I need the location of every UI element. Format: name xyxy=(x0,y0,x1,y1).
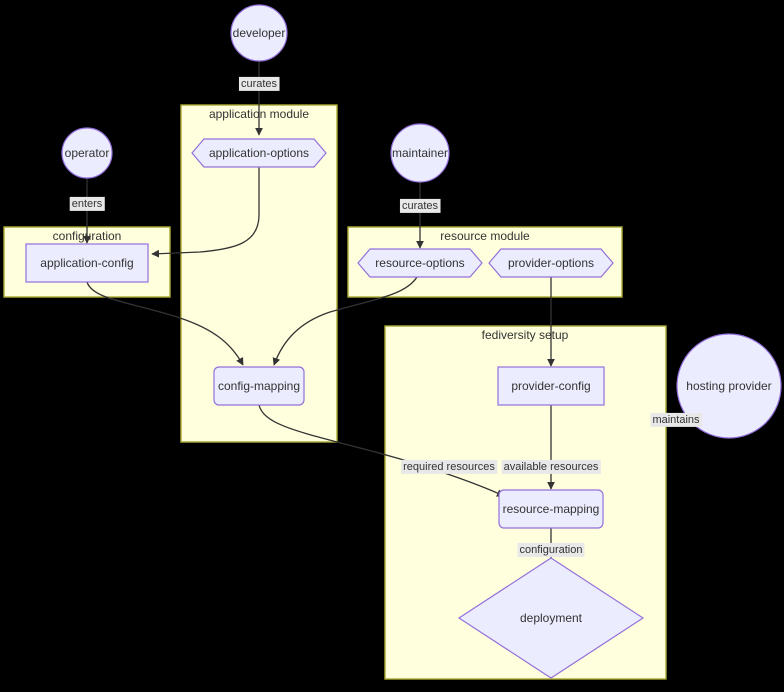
edge-label-text-hosting-provider-to-fediversity-setup: maintains xyxy=(652,414,700,426)
node-shape-resource-mapping xyxy=(498,489,604,529)
node-shape-config-mapping xyxy=(213,366,305,406)
node-shape-developer xyxy=(230,4,288,62)
node-label-application-config: application-config xyxy=(40,256,133,270)
edge-labels-layer: curates enters curates required resources av… xyxy=(69,76,703,557)
edge-application-config-to-config-mapping xyxy=(86,281,244,366)
edge-label-text-developer-to-application-options: curates xyxy=(241,78,278,90)
node-label-maintainer: maintainer xyxy=(392,146,448,160)
edge-label-bg-operator-to-application-config xyxy=(69,196,105,211)
edge-label-resource-mapping-to-deployment: configuration xyxy=(517,542,585,557)
node-shape-application-options xyxy=(191,138,327,168)
node-deployment[interactable]: deployment xyxy=(457,557,645,679)
edge-label-text-maintainer-to-resource-options: curates xyxy=(402,200,439,212)
cluster-title-resource-module: resource module xyxy=(440,229,530,243)
node-hosting-provider[interactable]: hosting provider xyxy=(676,333,782,439)
node-label-provider-options: provider-options xyxy=(508,256,594,270)
edge-label-text-resource-mapping-to-deployment: configuration xyxy=(520,544,583,556)
node-label-deployment: deployment xyxy=(520,611,583,625)
node-shape-application-config xyxy=(25,243,149,283)
edge-label-operator-to-application-config: enters xyxy=(69,196,105,211)
node-provider-options[interactable]: provider-options xyxy=(488,248,614,278)
edge-label-bg-maintainer-to-resource-options xyxy=(399,198,441,213)
node-shape-provider-options xyxy=(488,248,614,278)
node-label-resource-mapping: resource-mapping xyxy=(503,502,600,516)
node-label-config-mapping: config-mapping xyxy=(218,379,300,393)
edge-label-text-operator-to-application-config: enters xyxy=(72,198,103,210)
node-developer[interactable]: developer xyxy=(230,4,288,62)
edge-label-developer-to-application-options: curates xyxy=(238,76,280,91)
node-resource-options[interactable]: resource-options xyxy=(357,248,483,278)
node-provider-config[interactable]: provider-config xyxy=(497,366,605,406)
node-shape-maintainer xyxy=(390,123,450,183)
cluster-title-fediversity-setup: fediversity setup xyxy=(482,328,569,342)
edge-label-config-mapping-to-resource-mapping: required resources xyxy=(401,459,498,474)
edge-label-provider-config-to-resource-mapping: available resources xyxy=(501,459,601,474)
node-resource-mapping[interactable]: resource-mapping xyxy=(498,489,604,529)
node-shape-provider-config xyxy=(497,366,605,406)
edge-label-maintainer-to-resource-options: curates xyxy=(399,198,441,213)
node-shape-resource-options xyxy=(357,248,483,278)
node-application-config[interactable]: application-config xyxy=(25,243,149,283)
node-application-options[interactable]: application-options xyxy=(191,138,327,168)
edge-label-bg-resource-mapping-to-deployment xyxy=(517,542,585,557)
node-label-resource-options: resource-options xyxy=(375,256,464,270)
node-operator[interactable]: operator xyxy=(61,127,113,179)
node-shape-hosting-provider xyxy=(676,333,782,439)
edge-label-text-config-mapping-to-resource-mapping: required resources xyxy=(403,461,495,473)
edge-resource-options-to-config-mapping xyxy=(272,276,418,366)
node-label-developer: developer xyxy=(233,26,286,40)
edge-label-bg-config-mapping-to-resource-mapping xyxy=(401,459,498,474)
edges-layer xyxy=(83,61,701,589)
node-label-application-options: application-options xyxy=(209,146,309,160)
node-config-mapping[interactable]: config-mapping xyxy=(213,366,305,406)
node-label-provider-config: provider-config xyxy=(511,379,590,393)
edge-label-bg-developer-to-application-options xyxy=(238,76,280,91)
node-maintainer[interactable]: maintainer xyxy=(390,123,450,183)
edge-config-mapping-to-resource-mapping xyxy=(258,404,505,497)
nodes-layer: developer operator maintainer hosting provi… xyxy=(25,4,782,679)
edge-label-bg-hosting-provider-to-fediversity-setup xyxy=(650,412,703,427)
node-label-operator: operator xyxy=(65,146,110,160)
edge-application-options-to-application-config xyxy=(151,167,260,258)
node-shape-deployment xyxy=(457,557,645,679)
node-label-hosting-provider: hosting provider xyxy=(686,379,771,393)
node-shape-operator xyxy=(61,127,113,179)
edge-label-text-provider-config-to-resource-mapping: available resources xyxy=(504,461,599,473)
edge-label-bg-provider-config-to-resource-mapping xyxy=(501,459,601,474)
edge-label-hosting-provider-to-fediversity-setup: maintains xyxy=(650,412,703,427)
